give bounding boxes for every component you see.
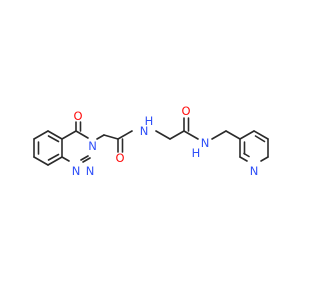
atom-o2: O [115,151,124,165]
bond-double [80,155,89,161]
bond [183,130,199,140]
bond [61,130,77,140]
atom-n-amide-2: N [201,136,210,150]
atom-n-amide-1: N [140,124,149,138]
bond-double-inner [47,153,60,161]
bond [33,156,49,166]
bond [211,130,227,140]
bond [260,156,269,162]
benzene-ring [33,130,63,166]
amide-chain [96,117,241,153]
bond [33,130,49,140]
atom-n-triazine-2: N [86,164,95,178]
atom-n-pyridine: N [250,164,259,178]
bond [253,130,269,140]
bond [103,134,119,140]
bond [155,130,171,140]
bond [117,130,133,140]
bond [225,130,241,140]
triazinone-ring [61,121,91,163]
bond-double-inner [47,135,60,143]
bond-double-inner [254,135,266,143]
bond [96,134,105,140]
molecule-structure-diagram: O N N N O N H O N H N [33,104,269,178]
bond [239,130,255,140]
bond [61,156,70,162]
bond [169,130,185,140]
atom-h-amide-1: H [145,114,154,128]
atom-o1: O [73,109,82,123]
bond [82,157,91,163]
atom-h-amide-2: H [192,146,201,160]
bond [47,130,63,140]
atom-labels: O N N N O N H O N H N [72,104,259,178]
atom-o3: O [181,104,190,118]
bond [47,156,63,166]
atom-n-triazine-3: N [88,139,97,153]
bond [75,130,89,139]
pyridine-ring [239,130,269,162]
bond [239,156,248,162]
atom-n-triazine-1: N [72,164,81,178]
